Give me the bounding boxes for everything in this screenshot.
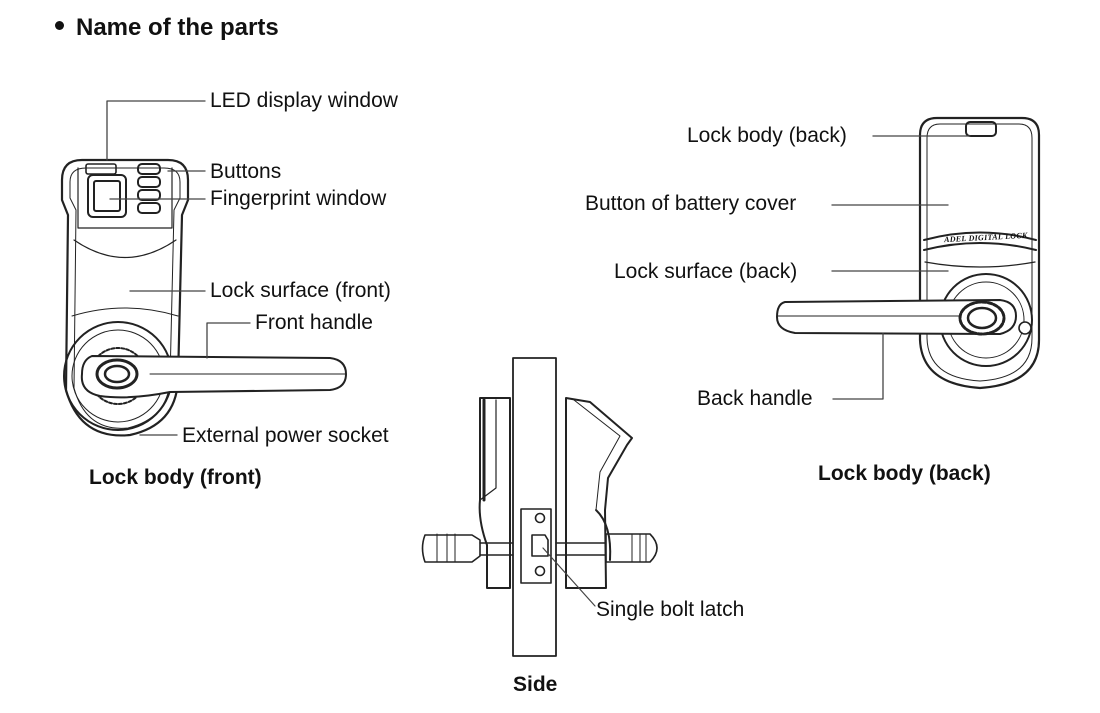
- label-fingerprint-window: Fingerprint window: [210, 187, 387, 210]
- bullet-icon: [55, 21, 64, 31]
- side-lock-illustration: [423, 358, 658, 656]
- label-led-display-window: LED display window: [210, 89, 398, 112]
- section-title-text: Name of the parts: [76, 14, 279, 41]
- front-leader-lines: [107, 101, 250, 435]
- label-buttons: Buttons: [210, 160, 282, 183]
- keypad-buttons: [138, 164, 160, 213]
- front-lock-illustration: [62, 160, 346, 435]
- label-external-power-socket: External power socket: [182, 424, 389, 447]
- label-lock-surface-back: Lock surface (back): [614, 260, 798, 283]
- caption-lock-body-front: Lock body (front): [89, 466, 262, 489]
- label-button-of-battery-cover: Button of battery cover: [585, 192, 797, 215]
- back-leader-lines: [832, 136, 970, 399]
- label-single-bolt-latch: Single bolt latch: [596, 598, 745, 621]
- section-title: Name of the parts: [55, 14, 279, 42]
- caption-lock-body-back: Lock body (back): [818, 462, 991, 485]
- back-lock-illustration: [777, 118, 1039, 388]
- label-lock-body-back: Lock body (back): [687, 124, 847, 147]
- caption-side: Side: [513, 673, 558, 696]
- label-lock-surface-front: Lock surface (front): [210, 279, 391, 302]
- label-front-handle: Front handle: [255, 311, 373, 334]
- label-back-handle: Back handle: [697, 387, 813, 410]
- side-leader-lines: [543, 548, 595, 606]
